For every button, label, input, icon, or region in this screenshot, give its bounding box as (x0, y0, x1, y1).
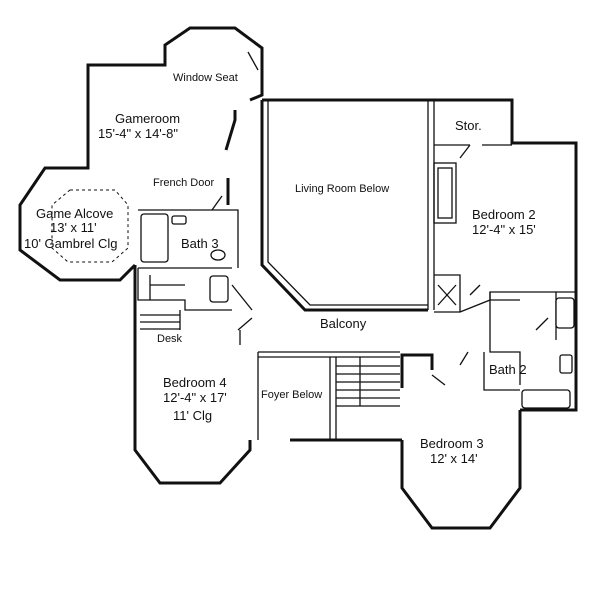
gambrel-ceiling-outline (51, 189, 129, 263)
interior-walls (137, 110, 253, 345)
game-alcove-ceiling: 10' Gambrel Clg (24, 236, 118, 251)
gameroom-size: 15'-4" x 14'-8" (98, 126, 178, 141)
bath3-tub (140, 213, 169, 263)
bath3-toilet (171, 215, 187, 225)
gameroom-label: Gameroom (115, 111, 180, 126)
fireplace (433, 162, 457, 224)
bedroom3-walls (400, 351, 469, 388)
bath2-toilet (559, 354, 573, 374)
bath3-label: Bath 3 (181, 236, 219, 251)
bath2-counter-sink (555, 297, 575, 329)
storage-label: Stor. (455, 118, 482, 133)
living-room-below-label: Living Room Below (295, 183, 389, 195)
stair-treads (336, 365, 400, 407)
bath3-sink (210, 249, 226, 261)
bedroom2-label: Bedroom 2 (472, 207, 536, 222)
bedroom3-label: Bedroom 3 (420, 436, 484, 451)
bath2-tub (521, 389, 571, 409)
living-room-below-area (260, 100, 435, 312)
bedroom3-size: 12' x 14' (430, 451, 478, 466)
bedroom4-size: 12'-4" x 17' (163, 390, 227, 405)
desk-label: Desk (157, 333, 183, 345)
window-seat-label: Window Seat (173, 72, 238, 84)
bedroom2-size: 12'-4" x 15' (472, 222, 536, 237)
closet-sink (209, 275, 229, 303)
bedroom4-label: Bedroom 4 (163, 375, 227, 390)
bedroom2-walls (433, 144, 557, 340)
desk-steps (140, 310, 181, 330)
door-swings (211, 51, 549, 331)
foyer-below-area (257, 351, 400, 440)
game-alcove-size: 13' x 11' (50, 220, 97, 235)
bath2-label: Bath 2 (489, 362, 527, 377)
exterior-walls (18, 26, 578, 530)
foyer-below-label: Foyer Below (261, 389, 322, 401)
balcony-label: Balcony (320, 316, 367, 331)
bath2-walls (483, 291, 576, 409)
french-door-label: French Door (153, 177, 214, 189)
game-alcove-label: Game Alcove (36, 206, 113, 221)
bedroom4-ceiling: 11' Clg (173, 408, 212, 423)
